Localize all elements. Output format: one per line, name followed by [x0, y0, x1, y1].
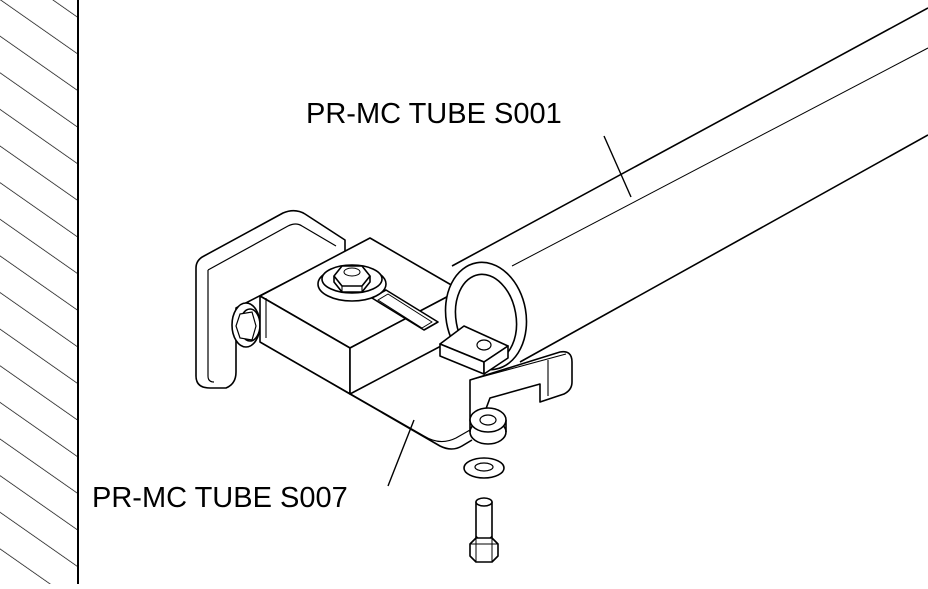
wall-section	[0, 0, 78, 584]
lower-nut	[470, 408, 506, 444]
connecting-plate	[440, 326, 508, 374]
wall-nut	[232, 303, 260, 347]
slot-bolt	[318, 265, 438, 330]
leader-lines	[388, 136, 631, 486]
washer	[464, 458, 504, 478]
label-tube-s001: PR-MC TUBE S001	[306, 98, 562, 130]
bottom-bolt	[470, 498, 498, 562]
tube-bracket	[470, 352, 572, 420]
label-tube-s007: PR-MC TUBE S007	[92, 482, 348, 514]
tube-s001	[452, 8, 928, 362]
